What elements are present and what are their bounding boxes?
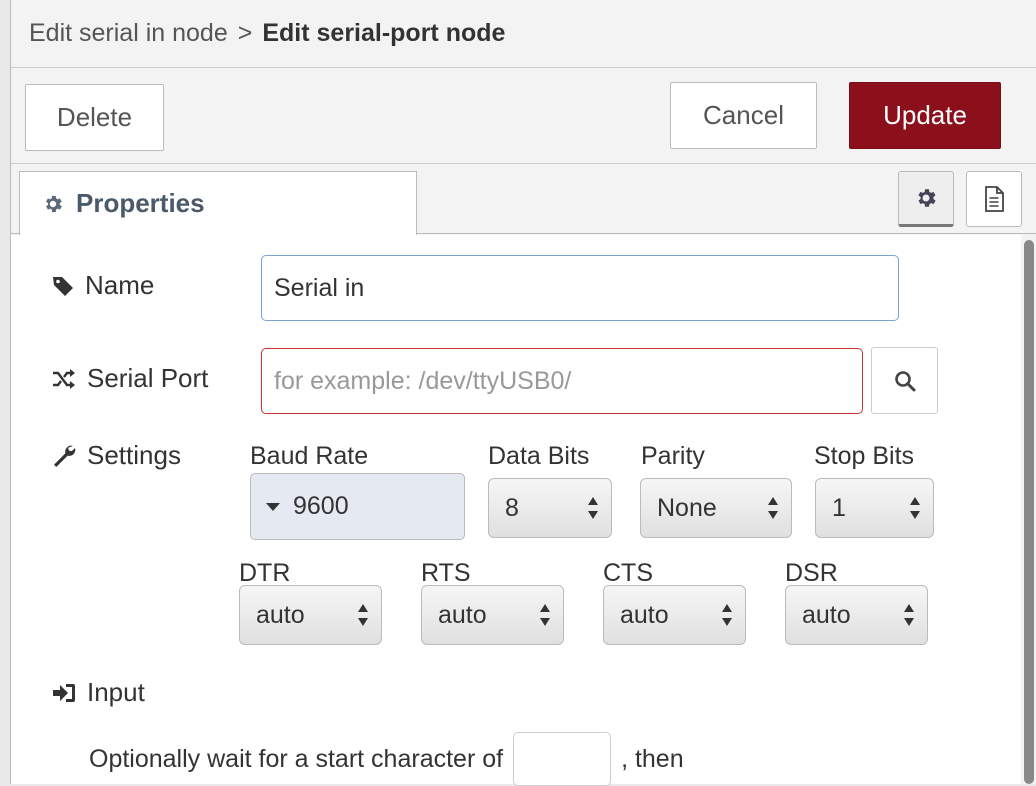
stop-bits-label: Stop Bits <box>814 442 915 470</box>
name-label: Name <box>51 270 154 301</box>
start-char-help: Optionally wait for a start character of… <box>89 732 684 786</box>
rts-select[interactable]: auto <box>421 585 564 645</box>
port-search-button[interactable] <box>871 347 938 414</box>
document-icon <box>983 186 1005 212</box>
select-arrows-icon <box>721 602 733 628</box>
input-section-label-text: Input <box>87 677 145 707</box>
tab-settings[interactable] <box>898 171 954 227</box>
dsr-value: auto <box>802 600 851 629</box>
dtr-value: auto <box>256 600 305 629</box>
baud-rate-label: Baud Rate <box>250 442 369 470</box>
cts-select[interactable]: auto <box>603 585 746 645</box>
stop-bits-select[interactable]: 1 <box>815 478 934 538</box>
update-button[interactable]: Update <box>849 82 1001 149</box>
start-char-help-after: , then <box>621 744 684 773</box>
search-icon <box>893 369 917 393</box>
data-bits-label: Data Bits <box>488 442 590 470</box>
input-section-label: Input <box>51 677 145 708</box>
breadcrumb-current: Edit serial-port node <box>262 19 506 47</box>
dtr-select[interactable]: auto <box>239 585 382 645</box>
rts-label: RTS <box>421 559 471 587</box>
dsr-label: DSR <box>785 559 838 587</box>
parity-select[interactable]: None <box>640 478 792 538</box>
cts-value: auto <box>620 600 669 629</box>
gear-icon <box>914 186 938 210</box>
delete-button[interactable]: Delete <box>25 84 164 151</box>
select-arrows-icon <box>903 602 915 628</box>
wrench-icon <box>51 443 77 469</box>
shuffle-icon <box>51 368 77 390</box>
tab-bar: Properties <box>11 165 1036 235</box>
rts-value: auto <box>438 600 487 629</box>
tab-properties[interactable]: Properties <box>19 171 417 235</box>
data-bits-select[interactable]: 8 <box>488 478 612 538</box>
parity-label: Parity <box>641 442 705 470</box>
settings-label: Settings <box>51 440 181 471</box>
baud-rate-combo[interactable]: 9600 <box>250 473 465 540</box>
cts-label: CTS <box>603 559 653 587</box>
scrollbar[interactable] <box>1021 235 1036 784</box>
breadcrumb: Edit serial in node > Edit serial-port n… <box>11 0 1036 68</box>
cancel-button[interactable]: Cancel <box>670 82 817 149</box>
scrollbar-thumb[interactable] <box>1024 240 1034 784</box>
select-arrows-icon <box>539 602 551 628</box>
dtr-label: DTR <box>239 559 291 587</box>
name-input[interactable] <box>261 255 899 321</box>
baud-rate-value: 9600 <box>293 492 349 520</box>
start-char-help-before: Optionally wait for a start character of <box>89 744 504 773</box>
stop-bits-value: 1 <box>832 493 846 522</box>
serial-port-label-text: Serial Port <box>87 363 209 393</box>
properties-panel: Name Serial Port Settings Baud Rate Data… <box>11 235 1021 786</box>
start-char-input[interactable] <box>513 732 612 786</box>
tab-properties-label: Properties <box>76 188 205 218</box>
select-arrows-icon <box>587 495 599 521</box>
settings-label-text: Settings <box>87 440 181 470</box>
caret-down-icon <box>265 502 281 512</box>
select-arrows-icon <box>767 495 779 521</box>
breadcrumb-parent[interactable]: Edit serial in node <box>29 19 228 47</box>
serial-port-label: Serial Port <box>51 363 208 394</box>
tray-toolbar: Delete Cancel Update <box>11 69 1036 164</box>
tag-icon <box>51 275 75 297</box>
parity-value: None <box>657 493 717 522</box>
tab-description[interactable] <box>966 171 1022 227</box>
serial-port-input[interactable] <box>261 348 863 414</box>
gear-icon <box>42 193 64 215</box>
name-label-text: Name <box>85 270 155 300</box>
dsr-select[interactable]: auto <box>785 585 928 645</box>
breadcrumb-separator: > <box>237 19 253 47</box>
edit-tray: Edit serial in node > Edit serial-port n… <box>10 0 1036 786</box>
data-bits-value: 8 <box>505 493 519 522</box>
select-arrows-icon <box>357 602 369 628</box>
select-arrows-icon <box>909 495 921 521</box>
sign-in-icon <box>51 682 77 704</box>
